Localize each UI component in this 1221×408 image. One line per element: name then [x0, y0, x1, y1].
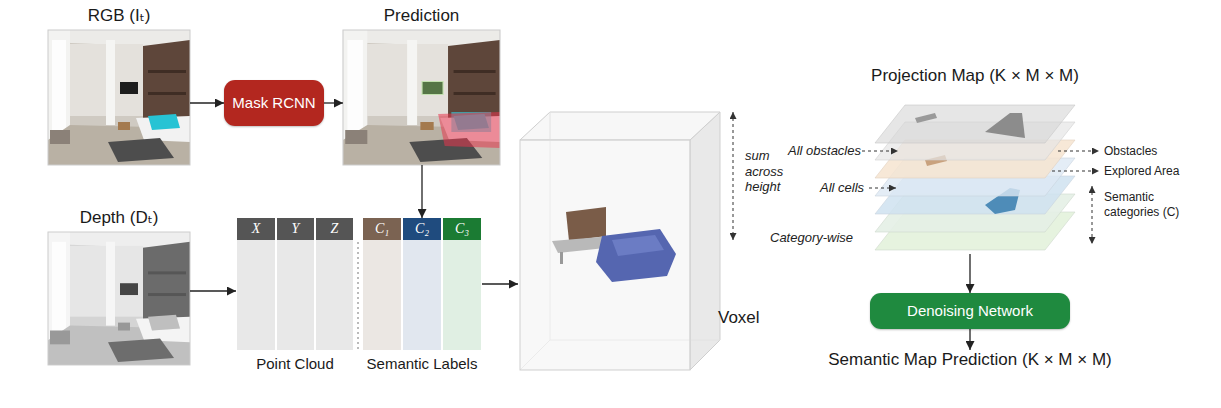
layer-name: Semantic categories (C)	[1104, 190, 1209, 220]
rgb-image	[48, 30, 190, 165]
column-header: C₂	[403, 218, 441, 240]
range-arrow	[1092, 186, 1093, 244]
projection-map: Projection Map (K × M × M)	[846, 66, 1104, 254]
layer-name: Obstacles	[1104, 144, 1157, 159]
cube-face	[520, 140, 690, 370]
leader-arrow	[1058, 151, 1099, 152]
node-heading: RGB (Iₜ)	[88, 5, 151, 26]
header-cell	[237, 218, 275, 240]
label-table: Semantic Labels	[362, 218, 482, 350]
process-box: Mask RCNN	[224, 80, 324, 126]
column-body	[403, 240, 441, 350]
flow-arrow	[969, 329, 970, 350]
image-frame	[48, 30, 190, 165]
label-columns	[363, 218, 481, 350]
process-box: Denoising Network	[870, 293, 1070, 329]
layer-note: All cells	[820, 180, 864, 196]
node-heading: Semantic Map Prediction (K × M × M)	[816, 350, 1124, 370]
chair-voxels	[566, 207, 606, 241]
header-cell	[403, 218, 441, 240]
flow-arrow	[190, 290, 236, 291]
bed-voxels	[596, 229, 676, 282]
header-cell	[277, 218, 314, 240]
layer-note: Category-wise	[770, 230, 853, 246]
bed-voxels	[612, 235, 664, 256]
room-photo	[48, 232, 190, 365]
column-body	[237, 240, 275, 350]
image-frame	[343, 30, 500, 165]
height-arrow	[733, 112, 734, 240]
point-cloud-columns	[237, 218, 353, 350]
leader-arrow	[869, 188, 896, 189]
map-layers	[875, 105, 1075, 250]
node-heading: Voxel	[718, 308, 760, 328]
image-frame	[48, 232, 190, 365]
obstacle-blob	[915, 113, 937, 123]
cube-face	[690, 112, 720, 370]
room-photo	[343, 30, 500, 165]
output-text: Semantic Map Prediction (K × M × M)	[816, 350, 1124, 376]
column-header: X	[237, 218, 275, 240]
image-panel: RGB (Iₜ)	[48, 30, 190, 165]
column-header: C₃	[443, 218, 481, 240]
column-body	[443, 240, 481, 350]
depth-tint	[48, 232, 190, 365]
box-label: Mask RCNN	[232, 94, 315, 112]
node-heading: Projection Map (K × M × M)	[846, 66, 1104, 86]
column-header: Y	[277, 218, 314, 240]
node-heading: Prediction	[384, 6, 460, 26]
point-cloud-table: Point Cloud	[236, 218, 354, 350]
flow-arrow	[969, 254, 970, 293]
header-cell	[363, 218, 401, 240]
column-header: C₁	[363, 218, 401, 240]
header-cell	[443, 218, 481, 240]
node-heading: Depth (Dₜ)	[80, 207, 159, 228]
column-header: Z	[316, 218, 353, 240]
leader-arrow	[862, 151, 898, 152]
leader-arrow	[1052, 171, 1099, 172]
connectors	[190, 103, 970, 350]
column-body	[363, 240, 401, 350]
voxel-grid: Voxel	[518, 110, 722, 372]
map-layer	[875, 105, 1075, 143]
flow-arrow	[421, 165, 422, 218]
node-heading: Semantic Labels	[367, 355, 478, 372]
obstacle-blob	[985, 113, 1025, 138]
header-cell	[316, 218, 353, 240]
image-panel: Depth (Dₜ)	[48, 232, 190, 365]
flow-arrow	[482, 283, 518, 284]
column-body	[277, 240, 314, 350]
layer-note: All obstacles	[788, 143, 861, 159]
box-label: Denoising Network	[907, 302, 1033, 320]
column-body	[316, 240, 353, 350]
voxel-cube	[520, 112, 720, 370]
depth-image	[48, 232, 190, 365]
depth-photo	[48, 232, 190, 365]
prediction-image	[343, 30, 500, 165]
separator	[358, 242, 359, 350]
instance-mask	[421, 81, 443, 95]
room-photo	[48, 30, 190, 165]
flow-arrow	[190, 102, 224, 103]
instance-mask	[438, 112, 500, 148]
flow-arrow	[324, 102, 343, 103]
image-panel: Prediction	[343, 30, 500, 165]
node-heading: Point Cloud	[256, 355, 334, 372]
layer-name: Explored Area	[1104, 164, 1179, 179]
table-leg	[560, 252, 563, 264]
